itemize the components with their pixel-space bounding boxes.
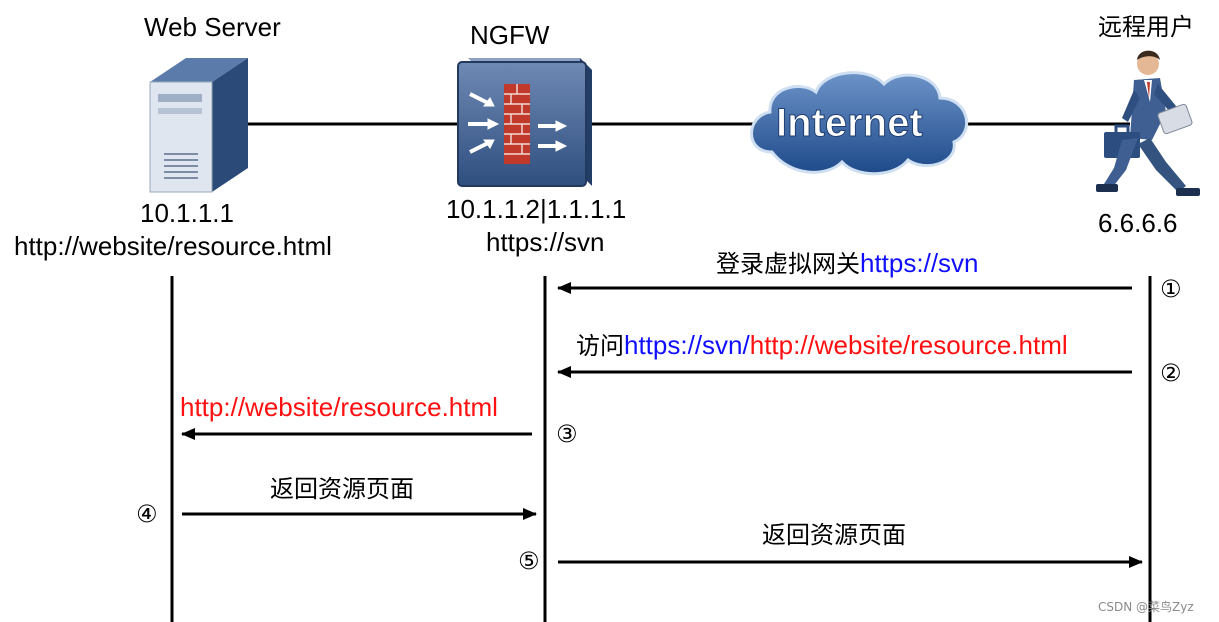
web-server-url: http://website/resource.html — [14, 231, 332, 261]
step-3-marker: ③ — [556, 420, 578, 448]
step-2-text: 访问 — [576, 332, 624, 360]
step-2-label: 访问https://svn/http://website/resource.ht… — [576, 330, 1068, 361]
step-1-label: 登录虚拟网关https://svn — [716, 248, 979, 279]
cloud-icon — [750, 71, 969, 176]
remote-user-ip: 6.6.6.6 — [1098, 208, 1178, 238]
step-1-marker: ① — [1160, 275, 1182, 303]
step-5-text: 返回资源页面 — [762, 521, 906, 549]
step-5-marker: ⑤ — [518, 547, 540, 575]
ngfw-title: NGFW — [470, 20, 550, 50]
server-icon — [149, 58, 248, 193]
user-icon — [1096, 50, 1200, 196]
step-2-link-blue: https://svn/ — [624, 330, 750, 360]
ngfw-url: https://svn — [486, 227, 605, 257]
step-3-link: http://website/resource.html — [180, 392, 498, 422]
remote-user-title: 远程用户 — [1098, 13, 1194, 41]
firewall-icon — [457, 58, 592, 187]
step-1-link: https://svn — [860, 248, 979, 278]
internet-label: Internet — [776, 101, 924, 146]
watermark: CSDN @菜鸟Zyz — [1098, 600, 1194, 614]
web-server-title: Web Server — [144, 12, 281, 42]
step-2-marker: ② — [1160, 359, 1182, 387]
step-1-text: 登录虚拟网关 — [716, 250, 860, 278]
ngfw-ip: 10.1.1.2|1.1.1.1 — [446, 194, 627, 224]
web-server-ip: 10.1.1.1 — [140, 198, 234, 228]
step-4-text: 返回资源页面 — [270, 475, 414, 503]
step-2-link-red: http://website/resource.html — [749, 330, 1068, 360]
step-4-marker: ④ — [136, 500, 158, 528]
